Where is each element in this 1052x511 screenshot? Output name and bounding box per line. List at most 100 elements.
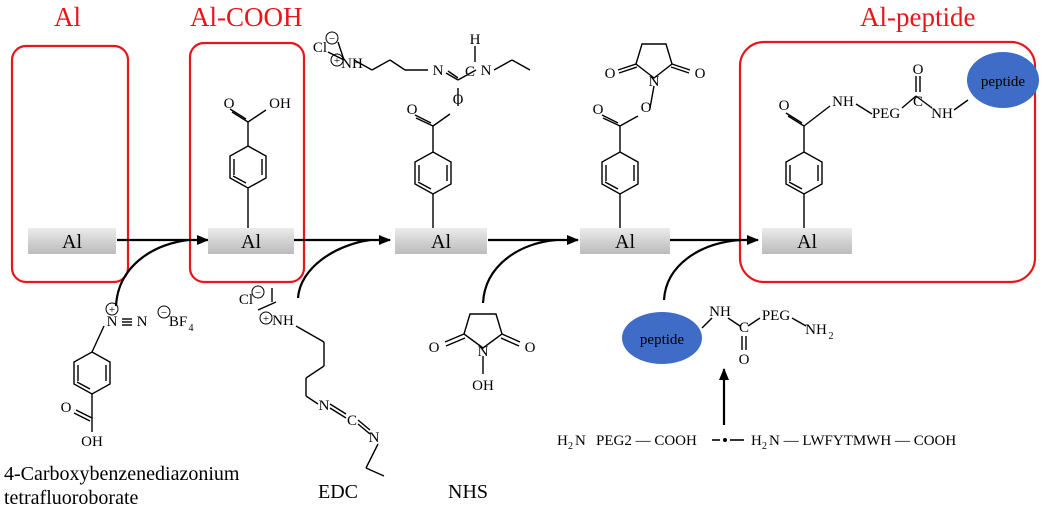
seq-h2n-b-sub: 2 — [762, 441, 767, 452]
atom-cl-2: Cl — [313, 40, 327, 56]
nhs-structure — [444, 313, 521, 374]
atom-peg-conj: PEG — [762, 308, 791, 324]
svg-text:+: + — [334, 55, 340, 67]
svg-text:−: − — [161, 307, 167, 319]
atom-c-conj: C — [739, 320, 749, 336]
peptide-label-surface: peptide — [981, 74, 1025, 90]
atom-o-3c: O — [605, 66, 616, 82]
atom-c-edc: C — [347, 413, 357, 429]
atom-n-diaz-a: N — [107, 314, 118, 330]
svg-text:−: − — [255, 287, 261, 299]
al-bar-2 — [208, 228, 294, 254]
atom-nh2-sub: 2 — [829, 331, 834, 342]
atom-bf4-sub: 4 — [189, 323, 194, 334]
minus-charge-2 — [325, 31, 339, 45]
plus-charge-diaz — [105, 302, 119, 316]
atom-nh-4a: NH — [832, 94, 854, 110]
reagent-curve-nhs — [481, 238, 557, 304]
seq-h2n-a-sub: 2 — [568, 441, 573, 452]
label-edc: EDC — [318, 481, 358, 503]
atom-o-diaz: O — [61, 400, 72, 416]
atom-nh-edc: NH — [272, 313, 294, 329]
seq-h2n-a-n: N — [575, 433, 586, 449]
benzene-ring-2 — [327, 41, 531, 228]
atom-n-2: N — [433, 63, 444, 79]
al-bar-5 — [762, 228, 852, 254]
atom-n-nhs: N — [478, 344, 489, 360]
al-substrates — [28, 228, 852, 254]
header-al-peptide: Al-peptide — [860, 2, 976, 32]
peptide-label-conjugate: peptide — [640, 332, 684, 348]
al-bar-label-5: Al — [797, 231, 817, 253]
stage-box-al-cooh — [188, 41, 306, 284]
header-al: Al — [54, 2, 81, 32]
atom-o-nhs-b: O — [525, 340, 536, 356]
seq-peg2-cooh: PEG2 — COOH — [596, 433, 697, 449]
al-bar-4 — [580, 228, 670, 254]
atom-c-4: C — [913, 94, 923, 110]
seq-linker-dash — [712, 437, 744, 442]
label-diazonium-line2: tetrafluoroborate — [4, 487, 139, 509]
peptide-blob-surface — [967, 52, 1039, 108]
atom-o-nhs-a: O — [429, 340, 440, 356]
al-bar-3 — [395, 228, 487, 254]
atom-nh-2b: NH — [341, 56, 363, 72]
atom-nh-4b: NH — [931, 106, 953, 122]
atom-nh-conj: NH — [709, 304, 731, 320]
atom-bf4: BF — [169, 314, 187, 330]
atom-o-2a: O — [407, 102, 418, 118]
minus-charge-edc — [251, 285, 265, 299]
al-bar-1 — [28, 228, 116, 254]
atom-n-diaz-b: N — [137, 314, 148, 330]
reagent-curve-edc — [296, 238, 371, 299]
benzene-ring-4 — [785, 76, 969, 228]
atom-n-edc-a: N — [319, 398, 330, 414]
benzene-ring-3 — [601, 43, 691, 228]
svg-text:+: + — [109, 304, 115, 316]
atom-o-3a: O — [593, 102, 604, 118]
svg-text:+: + — [263, 313, 269, 325]
al-bar-label-3: Al — [431, 231, 451, 253]
plus-charge-edc — [259, 311, 273, 325]
atom-oh-diaz: OH — [81, 434, 103, 450]
atom-oh-nhs: OH — [472, 378, 494, 394]
seq-h2n-b: H — [751, 433, 762, 449]
label-diazonium-line1: 4-Carboxybenzenediazonium — [4, 463, 240, 485]
atom-o-1: O — [224, 96, 235, 112]
peptide-blob-conjugate — [622, 312, 702, 364]
minus-charge-diaz — [157, 305, 171, 319]
seq-h2n-a: H — [557, 433, 568, 449]
atom-c-2: C — [465, 64, 475, 80]
atom-peg-4: PEG — [872, 106, 901, 122]
atom-h-2a: H — [470, 32, 481, 48]
conjugate-structure — [701, 317, 807, 350]
atom-o-4: O — [779, 98, 790, 114]
al-bar-label-2: Al — [241, 231, 261, 253]
stage-box-al — [10, 44, 130, 284]
reagent-curve-peptide — [662, 238, 741, 301]
atom-oh-1: OH — [269, 96, 291, 112]
label-nhs: NHS — [448, 481, 489, 503]
diazonium-structure — [73, 318, 132, 432]
plus-charge-2 — [330, 53, 344, 67]
seq-peptide-chain: N — LWFYTMWH — COOH — [769, 433, 956, 449]
header-al-cooh: Al-COOH — [190, 2, 303, 32]
reagent-curve-diazonium — [114, 238, 189, 307]
benzene-ring-1 — [229, 108, 267, 228]
stage-box-al-peptide — [738, 40, 1037, 284]
al-bar-label-4: Al — [615, 231, 635, 253]
atom-nh2-conj: NH — [805, 322, 827, 338]
al-bar-label-1: Al — [62, 231, 82, 253]
atom-n-3: N — [649, 74, 660, 90]
atom-o-4b: O — [913, 62, 924, 78]
atom-o-3d: O — [695, 66, 706, 82]
atom-o-3b: O — [641, 100, 652, 116]
atom-n-edc-b: N — [369, 430, 380, 446]
atom-cl-edc: Cl — [239, 292, 253, 308]
atom-o-2b: O — [453, 92, 464, 108]
atom-o-conj: O — [739, 352, 750, 368]
atom-nh-2a: N — [481, 63, 492, 79]
edc-structure — [257, 288, 385, 477]
